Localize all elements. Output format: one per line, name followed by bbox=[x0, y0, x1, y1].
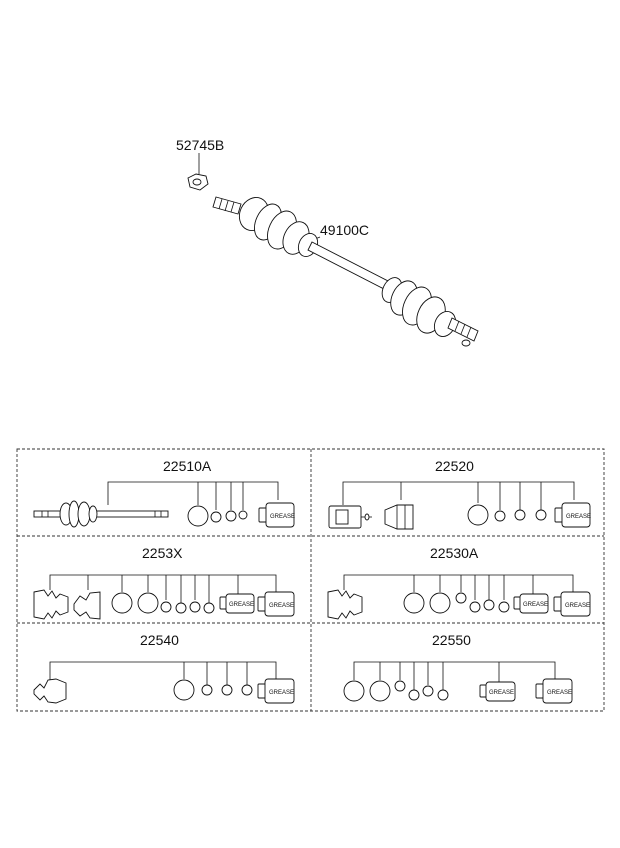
kit-22520[interactable]: 22520 GREASE bbox=[328, 458, 591, 530]
grease-label: GREASE bbox=[270, 514, 295, 520]
kit-code[interactable]: 22520 bbox=[435, 458, 474, 474]
part-number-shaft[interactable]: 49100C bbox=[320, 222, 369, 238]
kit-code[interactable]: 22540 bbox=[140, 632, 179, 648]
grease-label: GREASE bbox=[489, 690, 514, 696]
kit-22530A[interactable]: 22530A GREASE GREASE bbox=[327, 545, 591, 620]
grease-label: GREASE bbox=[566, 514, 591, 520]
kit-22550[interactable]: 22550 GREASE GREASE bbox=[343, 632, 573, 704]
drive-shaft-49100C[interactable]: 49100C bbox=[212, 193, 479, 347]
grease-label: GREASE bbox=[269, 603, 294, 609]
grease-label: GREASE bbox=[523, 602, 548, 608]
kit-22510A[interactable]: 22510A GREASE bbox=[33, 458, 295, 528]
grease-label: GREASE bbox=[565, 603, 590, 609]
kit-code[interactable]: 22530A bbox=[430, 545, 479, 561]
kit-22540[interactable]: 22540 GREASE bbox=[33, 632, 295, 704]
kit-code[interactable]: 22550 bbox=[432, 632, 471, 648]
nut-52745B[interactable]: 52745B bbox=[176, 137, 224, 191]
part-number-nut[interactable]: 52745B bbox=[176, 137, 224, 153]
kit-code[interactable]: 2253X bbox=[142, 545, 183, 561]
kit-code[interactable]: 22510A bbox=[163, 458, 212, 474]
grease-label: GREASE bbox=[269, 690, 294, 696]
grease-label: GREASE bbox=[547, 690, 572, 696]
kit-2253X[interactable]: 2253X GREASE GREASE bbox=[33, 545, 295, 620]
grease-label: GREASE bbox=[229, 602, 254, 608]
kits-frame bbox=[16, 448, 605, 712]
